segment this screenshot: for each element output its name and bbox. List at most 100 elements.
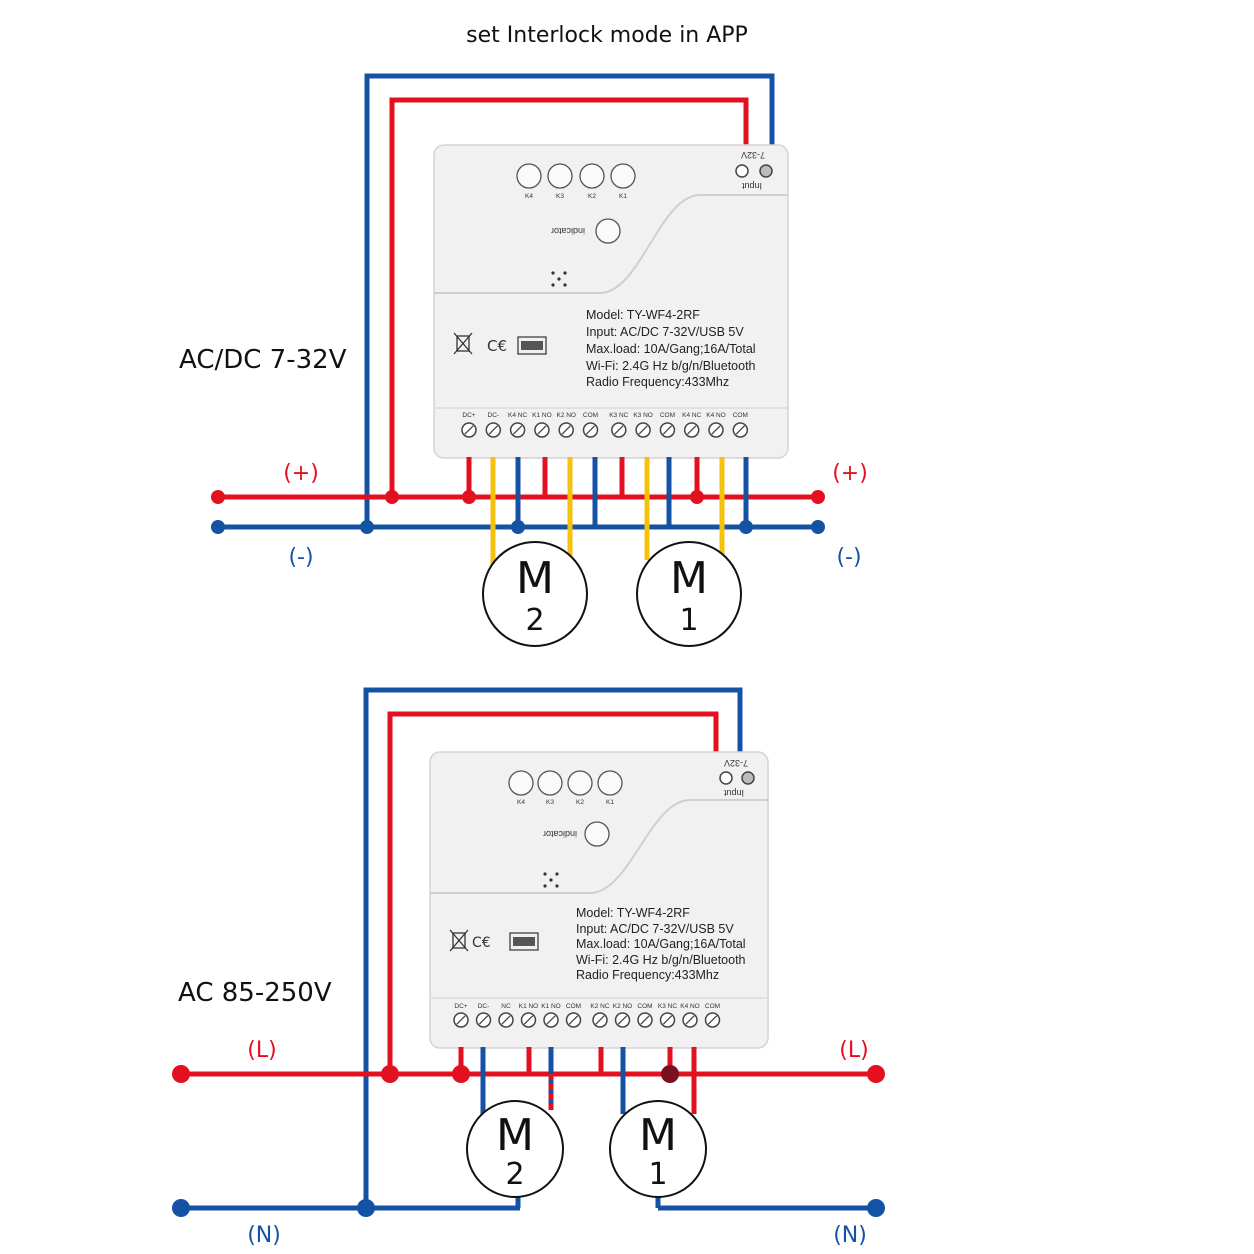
- bottom-spec-maxload: Max.load: 10A/Gang;16A/Total: [576, 937, 746, 951]
- top-terminal-slot: [735, 425, 745, 435]
- top-terminal-label: K2 NO: [556, 412, 576, 419]
- top-spec-maxload: Max.load: 10A/Gang;16A/Total: [586, 342, 756, 356]
- bottom-junction: [452, 1065, 470, 1083]
- top-spec-wifi: Wi-Fi: 2.4G Hz b/g/n/Bluetooth: [586, 359, 756, 373]
- bottom-weee-icon: [449, 929, 469, 952]
- bottom-spec-wifi: Wi-Fi: 2.4G Hz b/g/n/Bluetooth: [576, 953, 746, 967]
- top-indicator-button[interactable]: [595, 218, 621, 244]
- bottom-terminal-slot: [707, 1015, 718, 1025]
- top-terminal-label: DC+: [462, 412, 475, 419]
- page-title: set Interlock mode in APP: [466, 23, 748, 48]
- top-button-k2[interactable]: [579, 163, 605, 189]
- bottom-indicator-button[interactable]: [584, 821, 610, 847]
- top-spec-radio: Radio Frequency:433Mhz: [586, 375, 729, 389]
- top-junction: [511, 520, 525, 534]
- bottom-right-live-label: (L): [839, 1038, 868, 1063]
- bottom-input-label: Input: [723, 788, 744, 798]
- bottom-junction: [357, 1199, 375, 1217]
- bottom-terminal-label: NC: [501, 1003, 511, 1010]
- bottom-module-divider: [430, 799, 768, 894]
- top-button-k4[interactable]: [516, 163, 542, 189]
- bottom-input-terminal-n: [741, 771, 755, 785]
- bottom-left-live-label: (L): [247, 1038, 276, 1063]
- bottom-terminal-slot: [617, 1015, 628, 1025]
- top-right-pos-terminal: [811, 490, 825, 504]
- top-diagram: K4 K3 K2 K1 indicator 7-32V Input C€ Mo: [179, 73, 868, 647]
- bottom-button-k2[interactable]: [567, 770, 593, 796]
- top-button-k3[interactable]: [547, 163, 573, 189]
- bottom-button-k1[interactable]: [597, 770, 623, 796]
- bottom-terminal-slot: [478, 1015, 489, 1025]
- top-pos-feed-wire: [389, 97, 749, 497]
- bottom-junction: [661, 1065, 679, 1083]
- bottom-motor-2-letter: M: [496, 1110, 534, 1161]
- top-relay-module: K4 K3 K2 K1 indicator 7-32V Input C€ Mo: [433, 144, 789, 459]
- bottom-right-neutral-label: (N): [833, 1223, 867, 1248]
- top-supply-label: AC/DC 7-32V: [179, 345, 347, 375]
- bottom-terminal-label: K3 NC: [658, 1003, 677, 1010]
- top-junction: [739, 520, 753, 534]
- top-terminal-slot: [512, 425, 523, 435]
- bottom-junction: [381, 1065, 399, 1083]
- top-motor-2-number: 2: [525, 603, 544, 638]
- top-motor-1-number: 1: [679, 603, 698, 638]
- bottom-terminal-slot: [546, 1015, 556, 1025]
- bottom-diagram: K4 K3 K2 K1 indicator 7-32V Input C€ Mo: [172, 687, 885, 1248]
- bottom-left-live-terminal: [172, 1065, 190, 1083]
- top-spec-model: Model: TY-WF4-2RF: [586, 308, 700, 322]
- bottom-spec-radio: Radio Frequency:433Mhz: [576, 968, 719, 982]
- top-terminal-slot: [638, 425, 648, 435]
- top-button-k4-label: K4: [525, 193, 533, 200]
- bottom-terminal-label: K2 NO: [613, 1003, 633, 1010]
- top-indicator-label: indicator: [551, 226, 585, 236]
- top-speaker-icon: [551, 271, 567, 287]
- bottom-terminal-label: DC+: [454, 1003, 467, 1010]
- bottom-left-neutral-terminal: [172, 1199, 190, 1217]
- bottom-terminal-slot: [595, 1015, 605, 1025]
- bottom-input-voltage-label: 7-32V: [724, 758, 748, 768]
- bottom-button-k4[interactable]: [508, 770, 534, 796]
- bottom-button-k2-label: K2: [576, 799, 584, 806]
- top-motor-2: M 2: [482, 541, 588, 647]
- bottom-live-feed-wire: [387, 711, 719, 1074]
- bottom-button-k3-label: K3: [546, 799, 554, 806]
- bottom-supply-label: AC 85-250V: [178, 978, 332, 1008]
- bottom-terminal-slot: [685, 1015, 695, 1025]
- top-button-k1-label: K1: [619, 193, 627, 200]
- top-spec-input: Input: AC/DC 7-32V/USB 5V: [586, 325, 744, 339]
- bottom-neutral-feed-wire: [363, 687, 743, 1208]
- top-terminal-label: K1 NO: [532, 412, 552, 419]
- top-terminal-slot: [488, 425, 498, 435]
- top-terminal-label: COM: [583, 412, 598, 419]
- top-terminal-slot: [662, 425, 673, 435]
- top-terminal-label: DC-: [488, 412, 500, 419]
- top-module-body: [433, 144, 789, 459]
- top-terminal-label: COM: [733, 412, 748, 419]
- top-right-neg-terminal: [811, 520, 825, 534]
- top-motor-2-letter: M: [516, 553, 554, 604]
- top-module-divider: [434, 194, 788, 294]
- bottom-button-k3[interactable]: [537, 770, 563, 796]
- top-junction: [690, 490, 704, 504]
- top-terminal-label: K3 NC: [609, 412, 628, 419]
- top-terminal-label: K4 NO: [706, 412, 726, 419]
- top-usb-port-icon: [521, 341, 543, 350]
- top-input-terminal-pos: [759, 164, 773, 178]
- top-button-k1[interactable]: [610, 163, 636, 189]
- top-terminal-label: K4 NC: [682, 412, 701, 419]
- bottom-input-terminal-l: [719, 771, 733, 785]
- bottom-spec-model: Model: TY-WF4-2RF: [576, 906, 690, 920]
- bottom-usb-icon: [509, 932, 539, 951]
- bottom-terminal-slot: [662, 1015, 673, 1025]
- bottom-terminal-label: COM: [566, 1003, 581, 1010]
- top-input-voltage-label: 7-32V: [741, 150, 765, 160]
- top-left-neg-label: (-): [288, 545, 313, 570]
- top-terminal-slot: [561, 425, 571, 435]
- bottom-relay-module: K4 K3 K2 K1 indicator 7-32V Input C€ Mo: [429, 751, 769, 1049]
- top-input-terminal-neg: [735, 164, 749, 178]
- bottom-terminal-label: COM: [637, 1003, 652, 1010]
